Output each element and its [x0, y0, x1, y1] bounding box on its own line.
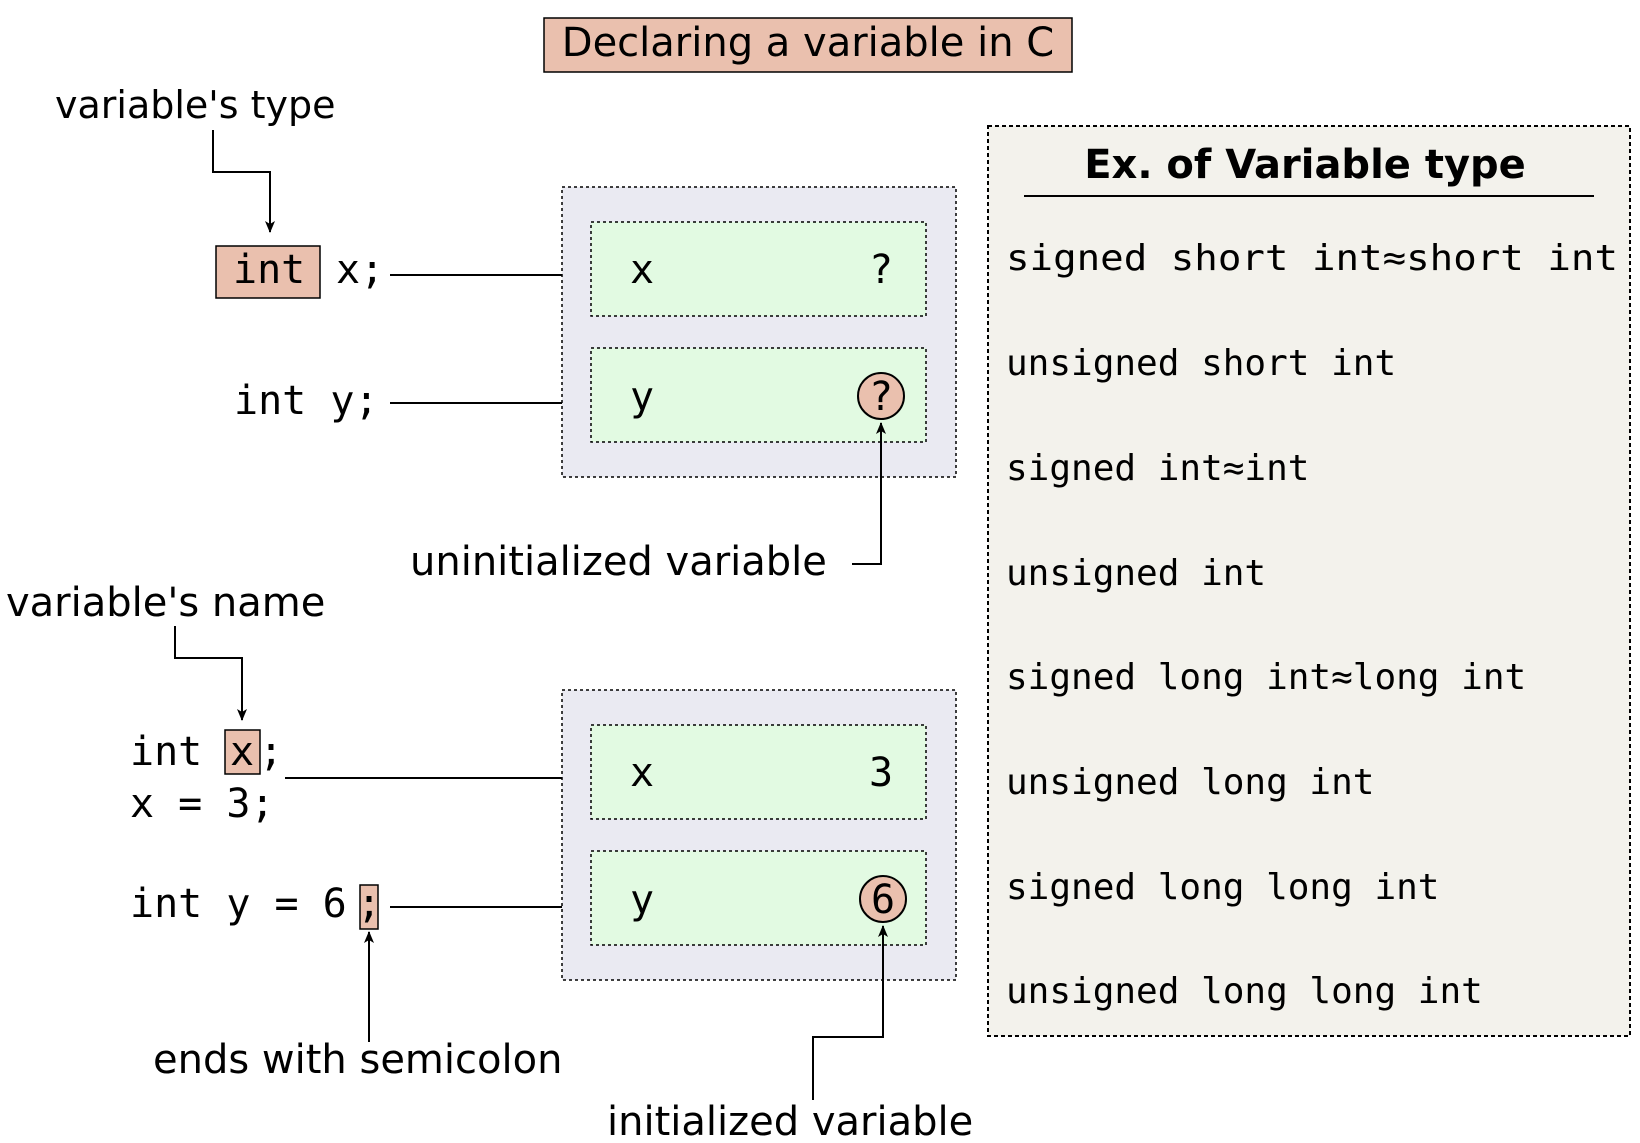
uninitialized-marker: [857, 372, 905, 420]
memory-cell-bottom-y-name: y: [630, 877, 654, 923]
page-title: Declaring a variable in C: [562, 20, 1054, 66]
type-item: unsigned long long int: [1006, 971, 1483, 1012]
initialized-marker: [859, 875, 907, 923]
type-item: unsigned long int: [1006, 762, 1374, 803]
type-highlight: [215, 245, 321, 299]
code-top-type: int: [233, 247, 305, 293]
memory-cell-top-y-name: y: [630, 374, 654, 420]
code-bottom-name: x: [230, 729, 254, 775]
initialized-annotation: initialized variable: [607, 1099, 973, 1143]
memory-cell-bottom-x: [590, 724, 927, 820]
code-top-line1-rest: x;: [336, 247, 384, 293]
memory-cell-bottom-x-name: x: [630, 750, 654, 796]
memory-cell-top-x: [590, 221, 927, 317]
type-item: signed short int≈short int: [1006, 238, 1618, 279]
code-bottom-type: int: [130, 729, 202, 775]
semicolon-highlight: [359, 884, 379, 930]
memory-cell-top-x-name: x: [630, 247, 654, 293]
code-bottom-line3: int y = 6: [130, 881, 347, 927]
types-panel: [987, 125, 1631, 1037]
variable-type-annotation: variable's type: [55, 83, 336, 127]
type-item: unsigned int: [1006, 553, 1266, 594]
code-bottom-line1-semicolon: ;: [259, 729, 283, 775]
type-item: signed long long int: [1006, 867, 1439, 908]
uninitialized-annotation: uninitialized variable: [410, 539, 827, 585]
type-item: unsigned short int: [1006, 343, 1396, 384]
memory-cell-top-x-value: ?: [869, 247, 893, 293]
code-bottom-line3-semicolon: ;: [357, 881, 381, 927]
code-bottom-line2: x = 3;: [130, 781, 275, 827]
uninitialized-arrow: [852, 422, 886, 565]
semicolon-annotation: ends with semicolon: [153, 1037, 562, 1083]
name-highlight: [224, 729, 261, 775]
initialized-arrow: [812, 925, 888, 1100]
variable-name-annotation: variable's name: [6, 580, 325, 626]
type-annotation-arrow: [212, 130, 275, 233]
types-panel-heading: Ex. of Variable type: [1084, 142, 1526, 188]
memory-cell-bottom-x-value: 3: [869, 750, 893, 796]
type-item: signed int≈int: [1006, 448, 1309, 489]
name-annotation-arrow: [174, 626, 247, 721]
memory-cell-bottom-y-value: 6: [871, 877, 895, 923]
type-item: signed long int≈long int: [1006, 657, 1526, 698]
title-box: [543, 17, 1073, 73]
code-top-line2: int y;: [234, 378, 379, 424]
memory-cell-top-y-value: ?: [869, 374, 893, 420]
